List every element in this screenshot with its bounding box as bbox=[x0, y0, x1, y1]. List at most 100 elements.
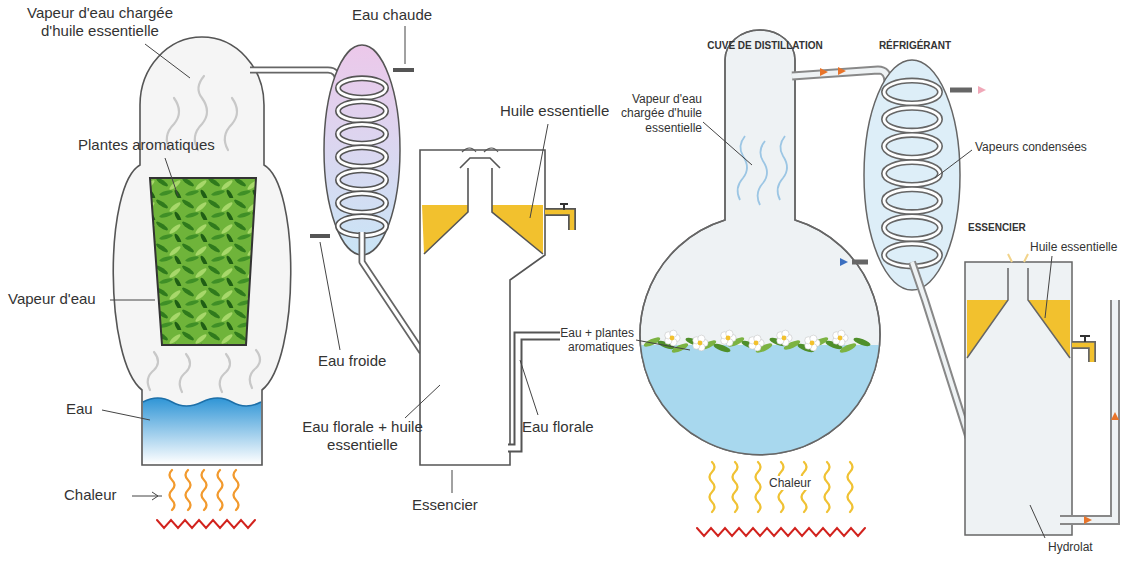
still-vessel-part bbox=[143, 398, 261, 464]
condenser-coil-part bbox=[338, 78, 386, 97]
heat-flames-part bbox=[733, 462, 738, 512]
condenser-coil-part bbox=[884, 108, 940, 131]
essencier-part bbox=[1080, 336, 1090, 342]
essencier-part bbox=[1060, 300, 1115, 520]
condenser-coil-part bbox=[338, 193, 386, 212]
essencier bbox=[965, 254, 1119, 535]
condenser-coil-part bbox=[884, 189, 940, 212]
steam-part bbox=[148, 352, 158, 390]
label: Eau froide bbox=[318, 352, 418, 370]
label: Chaleur bbox=[762, 476, 818, 490]
heat-flames-part bbox=[825, 462, 830, 512]
condenser-part bbox=[324, 45, 400, 255]
condenser bbox=[310, 45, 414, 255]
condenser-coil-part bbox=[338, 170, 386, 189]
essencier-part bbox=[1084, 412, 1119, 524]
label: Huile essentielle bbox=[1030, 240, 1130, 254]
vapour-pipe bbox=[250, 70, 338, 82]
steam-part bbox=[225, 98, 237, 150]
condenser-coil-part bbox=[338, 170, 386, 189]
label: Plantes aromatiques bbox=[78, 136, 253, 154]
heat-flames-part bbox=[202, 470, 207, 510]
condenser-coil-part bbox=[338, 147, 386, 166]
heat-flames-part bbox=[234, 470, 239, 510]
steam bbox=[148, 76, 260, 392]
label: CUVE DE DISTILLATION bbox=[690, 40, 840, 52]
label: Vapeur d'eau chargée d'huile essentielle bbox=[592, 92, 702, 135]
leader-lines bbox=[636, 122, 1052, 538]
leader-lines-part bbox=[165, 158, 178, 196]
condenser-coil-part bbox=[884, 189, 940, 212]
plants-on-water-part bbox=[670, 336, 675, 341]
essencier-part bbox=[545, 212, 572, 230]
condenser bbox=[840, 60, 986, 290]
condenser-coil-part bbox=[884, 135, 940, 158]
condenser-coil-part bbox=[338, 124, 386, 143]
steam-part bbox=[180, 354, 190, 392]
essencier-part bbox=[965, 262, 1072, 535]
essencier-part bbox=[1060, 300, 1115, 520]
leader-lines-part bbox=[520, 360, 538, 415]
essencier-part bbox=[460, 158, 500, 168]
label: Eau florale + huile essentielle bbox=[300, 418, 425, 454]
condenser-coil-part bbox=[338, 147, 386, 166]
steam-part bbox=[220, 354, 230, 392]
label: Eau florale bbox=[522, 418, 622, 436]
plants-on-water-part bbox=[698, 341, 703, 346]
leader-lines-part bbox=[452, 470, 453, 493]
label: Chaleur bbox=[64, 486, 134, 504]
essencier-part bbox=[422, 205, 468, 254]
condenser-part bbox=[864, 60, 960, 290]
steam-part bbox=[738, 136, 747, 200]
leader-lines-part bbox=[405, 385, 440, 418]
plants-on-water-part bbox=[726, 336, 731, 341]
leader-lines-part bbox=[935, 150, 972, 178]
heat-flames-part bbox=[218, 470, 223, 510]
condenser-coil-part bbox=[338, 193, 386, 212]
essencier bbox=[420, 148, 572, 465]
label: Huile essentielle bbox=[500, 102, 630, 120]
plants-on-water-part bbox=[782, 336, 787, 341]
vapour-pipe bbox=[792, 67, 888, 82]
distillation-flask-part bbox=[600, 345, 930, 485]
heat-flames-part bbox=[756, 462, 761, 512]
leader-lines bbox=[102, 26, 548, 500]
condenser-coil-part bbox=[338, 78, 386, 97]
label: Vapeur d'eau chargée d'huile essentielle bbox=[20, 4, 180, 40]
condenser-part bbox=[950, 88, 972, 93]
essencier-part bbox=[967, 268, 1070, 358]
leader-lines-part bbox=[145, 44, 190, 78]
label: Hydrolat bbox=[1048, 540, 1118, 554]
label: RÉFRIGÉRANT bbox=[860, 40, 970, 52]
condenser-coil-part bbox=[884, 81, 940, 104]
steam-part bbox=[778, 136, 787, 200]
condenser-coil bbox=[884, 81, 940, 267]
steam bbox=[738, 136, 787, 205]
leader-lines-part bbox=[152, 492, 158, 500]
label: ESSENCIER bbox=[968, 222, 1058, 234]
label: Vapeurs condensées bbox=[975, 140, 1115, 154]
leader-lines-part bbox=[703, 122, 752, 165]
leader-lines-part bbox=[636, 340, 690, 350]
label: Vapeur d'eau bbox=[8, 290, 112, 308]
heat-flames-part bbox=[170, 470, 175, 510]
leader-lines-part bbox=[1045, 256, 1052, 318]
still-vessel bbox=[113, 37, 291, 465]
essencier-part bbox=[1008, 254, 1028, 262]
essencier-part bbox=[420, 150, 545, 465]
condenser-part bbox=[852, 260, 868, 265]
condenser-part bbox=[840, 258, 848, 266]
plants-on-water-part bbox=[838, 336, 843, 341]
label: Eau + plantes aromatiques bbox=[526, 326, 634, 355]
condenser-part bbox=[978, 86, 986, 94]
essencier-part bbox=[424, 168, 543, 254]
essencier-part bbox=[1072, 345, 1092, 362]
essencier-part bbox=[545, 212, 572, 230]
vapour-pipe-part bbox=[820, 67, 846, 76]
condenser-coil-part bbox=[884, 81, 940, 104]
heat-flames-part bbox=[710, 462, 715, 512]
essencier-part bbox=[492, 205, 543, 254]
label: Essencier bbox=[412, 496, 502, 514]
condenser-coil-part bbox=[884, 108, 940, 131]
